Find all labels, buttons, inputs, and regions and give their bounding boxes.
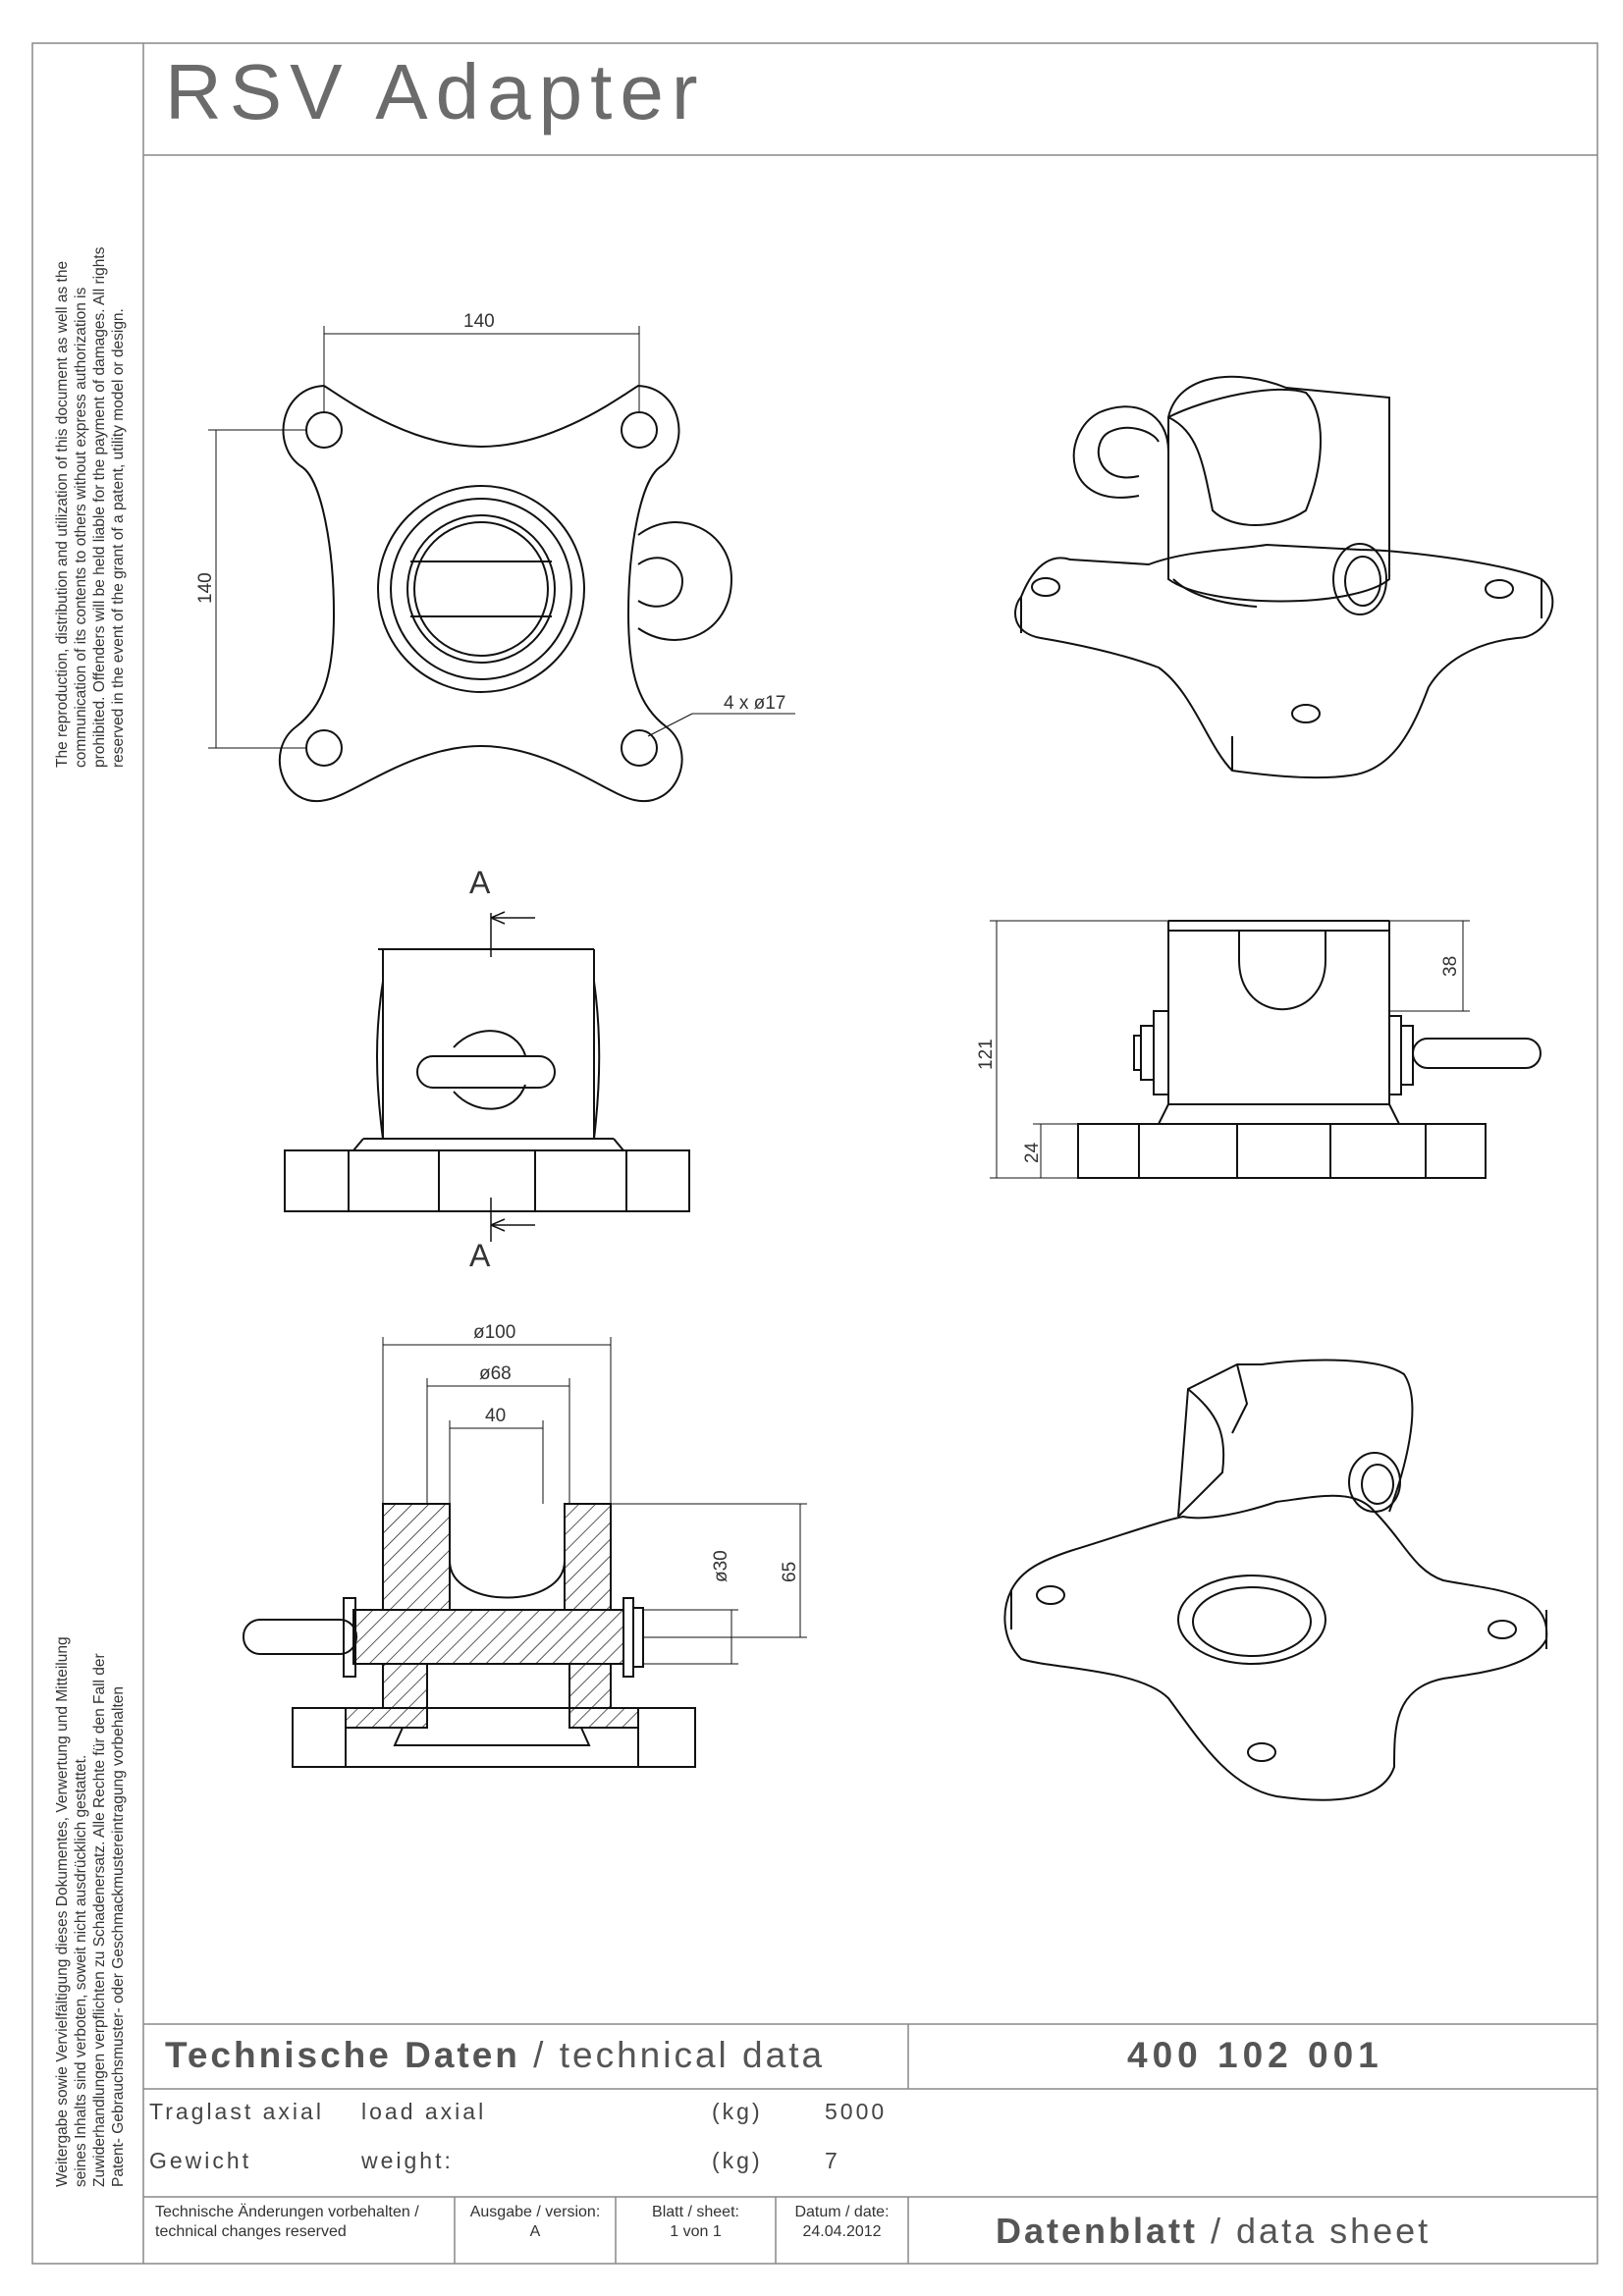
section-view [243,1337,807,1767]
dim-holes: 4 x ø17 [724,693,785,714]
dim-top-height: 140 [195,572,216,604]
isometric-view-top [1015,377,1552,777]
dim-section-inner: ø68 [479,1363,512,1384]
page-title: RSV Adapter [165,48,706,135]
footer-version: Ausgabe / version: A [469,2204,601,2240]
side-view [990,921,1541,1178]
section-marker-bottom: A [469,1238,491,1273]
row-weight-value: 7 [825,2148,840,2173]
part-number: 400 102 001 [1127,2035,1383,2075]
footer-date: Datum / date: 24.04.2012 [794,2204,890,2240]
row-load-de: Traglast axial [149,2099,324,2124]
dim-section-outer: ø100 [473,1322,515,1343]
dim-top-width: 140 [463,311,495,332]
dim-side-base: 24 [1022,1142,1043,1163]
footer-changes: Technische Änderungen vorbehalten / tech… [155,2204,419,2240]
row-weight-en: weight: [361,2148,454,2173]
row-load-value: 5000 [825,2099,888,2124]
dim-section-height: 65 [780,1562,800,1582]
dim-side-slot: 38 [1440,956,1461,977]
data-sheet-title: Datenblatt / data sheet [996,2211,1432,2251]
dim-section-slot: 40 [485,1406,506,1426]
technical-data-heading: Technische Daten / technical data [165,2035,826,2075]
footer-sheet: Blatt / sheet: 1 von 1 [652,2204,739,2240]
section-marker-top: A [469,865,491,900]
dim-section-pin: ø30 [711,1550,731,1582]
row-load-unit: (kg) [712,2099,763,2124]
row-weight-unit: (kg) [712,2148,763,2173]
front-view [285,912,689,1242]
isometric-view-bottom [1004,1361,1546,1800]
dim-side-height: 121 [976,1039,997,1070]
top-view [208,326,795,801]
row-load-en: load axial [361,2099,487,2124]
row-weight-de: Gewicht [149,2148,252,2173]
